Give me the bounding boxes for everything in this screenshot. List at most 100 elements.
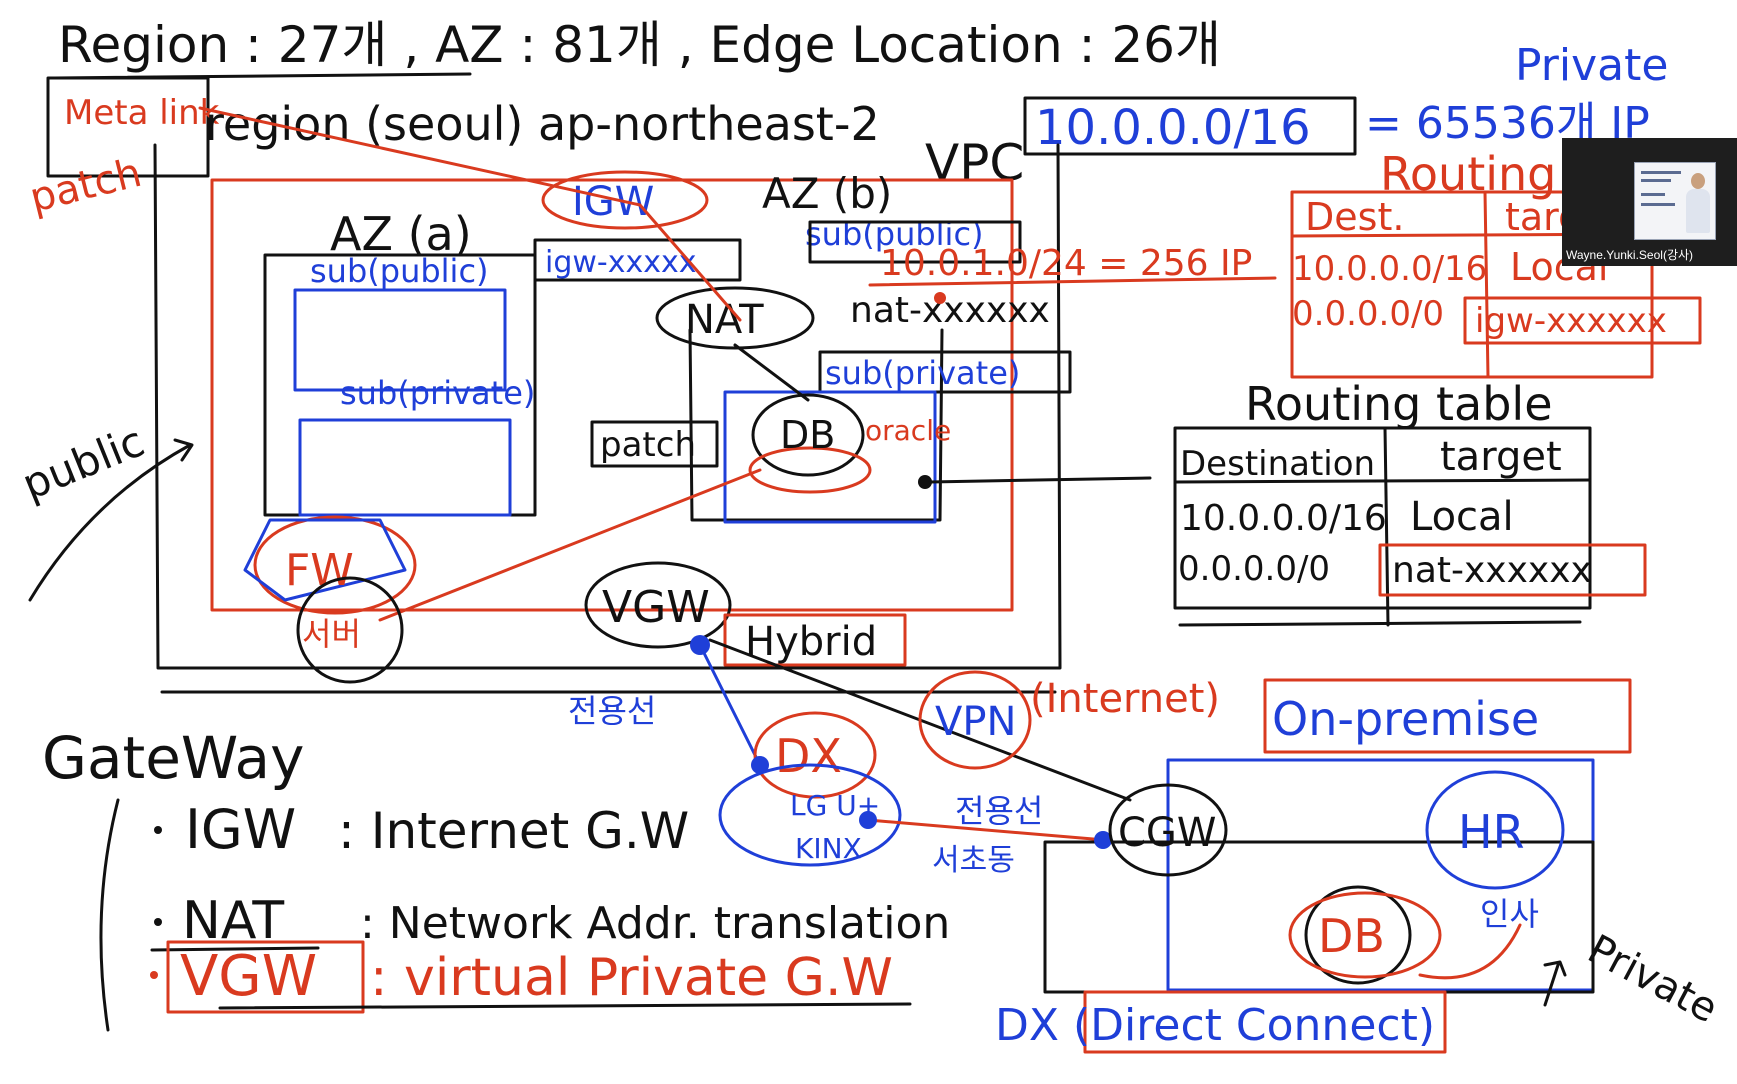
db2-node [1304, 885, 1412, 985]
nat-to-db-line [733, 343, 810, 402]
hybrid-text: Hybrid [745, 619, 877, 665]
routing-public-h-dest: Dest. [1305, 195, 1404, 239]
video-tile[interactable]: Wayne.Yunki.Seol(강사) [1562, 138, 1737, 266]
dx-text: DX [775, 729, 842, 783]
lg-cloud [718, 763, 902, 867]
region-label: region (seoul) ap-northeast-2 [205, 97, 880, 151]
sub-private-b-box [818, 350, 1072, 394]
private-top-text: Private [1515, 40, 1668, 91]
patch-left-text: patch [25, 150, 146, 222]
dx-dot [751, 756, 769, 774]
db-text: DB [780, 413, 835, 457]
routing-private-divider-h [1173, 478, 1592, 484]
routing-private-title: Routing table [1245, 377, 1553, 431]
presenter-avatar [1683, 171, 1713, 235]
routing-private-h-dest: Destination [1180, 444, 1375, 484]
gateway-item-igw-desc: : Internet G.W [338, 802, 689, 860]
vpc-cidr-text: 10.0.0.0/16 [1035, 100, 1311, 156]
gateway-bracket [99, 798, 120, 1032]
routing-public-r2-target: igw-xxxxxx [1475, 301, 1667, 341]
dx-to-cgw-line [866, 818, 1107, 842]
vgw-to-db-line [378, 468, 762, 622]
vpc-label: VPC [925, 134, 1024, 192]
routing-public-r2-dest: 0.0.0.0/0 [1292, 294, 1444, 334]
sub-private-b-text: sub(private) [825, 354, 1020, 392]
gateway-item-vgw-desc: : virtual Private G.W [370, 948, 893, 1008]
igw-id-box [533, 238, 742, 282]
gateway-item-nat-desc: : Network Addr. translation [360, 898, 950, 949]
public-arrow [28, 438, 194, 602]
gateway-title: GateWay [42, 724, 304, 792]
nat-dot [934, 292, 946, 304]
db-node [751, 393, 865, 477]
igw-id-text: igw-xxxxx [545, 245, 697, 280]
db-to-routing-line [928, 476, 1152, 484]
vpn-text: VPN [935, 699, 1016, 745]
sub-private-b-area [723, 390, 937, 524]
subnet-cidr-text: 10.0.1.0/24 = 256 IP [880, 243, 1252, 284]
routing-private-h-target: target [1440, 434, 1562, 480]
cgw-text: CGW [1118, 810, 1216, 856]
sub-public-a-box [293, 288, 507, 392]
security-text: 서버 [302, 615, 361, 653]
dedicated-text: 전용선 [568, 692, 656, 730]
gateway-item-vgw-abbr: VGW [180, 944, 317, 1009]
gateway-bullet-2 [154, 918, 162, 926]
security-node [296, 576, 404, 684]
routing-private-r1-dest: 10.0.0.0/16 [1180, 498, 1387, 539]
video-presenter-name: Wayne.Yunki.Seol(강사) [1566, 248, 1694, 262]
db2-node-red [1288, 891, 1442, 979]
vgw-text: VGW [602, 582, 710, 633]
cgw-node [1108, 783, 1228, 877]
routing-private-table [1173, 426, 1592, 610]
dx-direct-box [1083, 990, 1447, 1054]
nat-id-text: nat-xxxxxx [850, 290, 1050, 331]
igw-node [541, 170, 709, 230]
routing-public-table [1290, 190, 1654, 379]
patch-mid-text: patch [600, 425, 696, 465]
vpc-cidr-box [1023, 96, 1357, 156]
seoul-dc-text: 서초동 [932, 843, 1015, 878]
subnet-cidr-underline [868, 276, 1277, 287]
fw-node [253, 515, 417, 615]
gateway-bullet-1 [154, 826, 162, 834]
hybrid-box [723, 613, 907, 667]
vgw-to-dx-line [698, 643, 762, 767]
vgw-node [584, 561, 732, 649]
db-node-red [748, 446, 872, 494]
db2-to-insa-line [1418, 923, 1522, 980]
routing-public-r1-dest: 10.0.0.0/16 [1292, 249, 1487, 289]
routing-private-r1-target: Local [1410, 494, 1514, 540]
hr-node [1425, 770, 1565, 890]
meta-link-box [46, 76, 210, 178]
vgw-dot [690, 635, 710, 655]
routing-private-bottom-line [1178, 620, 1582, 627]
dedicated2-text: 전용선 [955, 792, 1043, 830]
vpn-node [918, 670, 1032, 770]
dx-link-dot [859, 811, 877, 829]
sub-public-a-text: sub(public) [310, 252, 489, 290]
igw-target-box [1463, 296, 1702, 345]
internet-text: (Internet) [1030, 676, 1220, 722]
gateway-bullet-3 [150, 971, 158, 979]
routing-private-divider-v [1383, 426, 1390, 627]
private-bottom-text: Private [1580, 926, 1725, 1032]
nat-text: NAT [685, 297, 764, 343]
hr-text: HR [1458, 805, 1525, 859]
kinx-text: KINX [795, 832, 862, 865]
patch-mid-box [590, 420, 719, 468]
fw-shape [243, 518, 407, 602]
cgw-dot [1094, 831, 1112, 849]
header-text: Region : 27개 , AZ : 81개 , Edge Location … [58, 16, 1221, 74]
dx-direct-text: DX (Direct Connect) [995, 1000, 1435, 1051]
on-premise-text: On-premise [1272, 692, 1539, 746]
db-link-dot [918, 475, 932, 489]
az-a-label: AZ (a) [330, 207, 472, 261]
vgw-abbr-box [166, 940, 365, 1014]
meta-to-igw-line [198, 106, 742, 322]
region-box [153, 143, 1062, 670]
az-b-box [688, 328, 944, 522]
sub-private-a-box [298, 418, 512, 517]
nat-node [655, 286, 815, 350]
